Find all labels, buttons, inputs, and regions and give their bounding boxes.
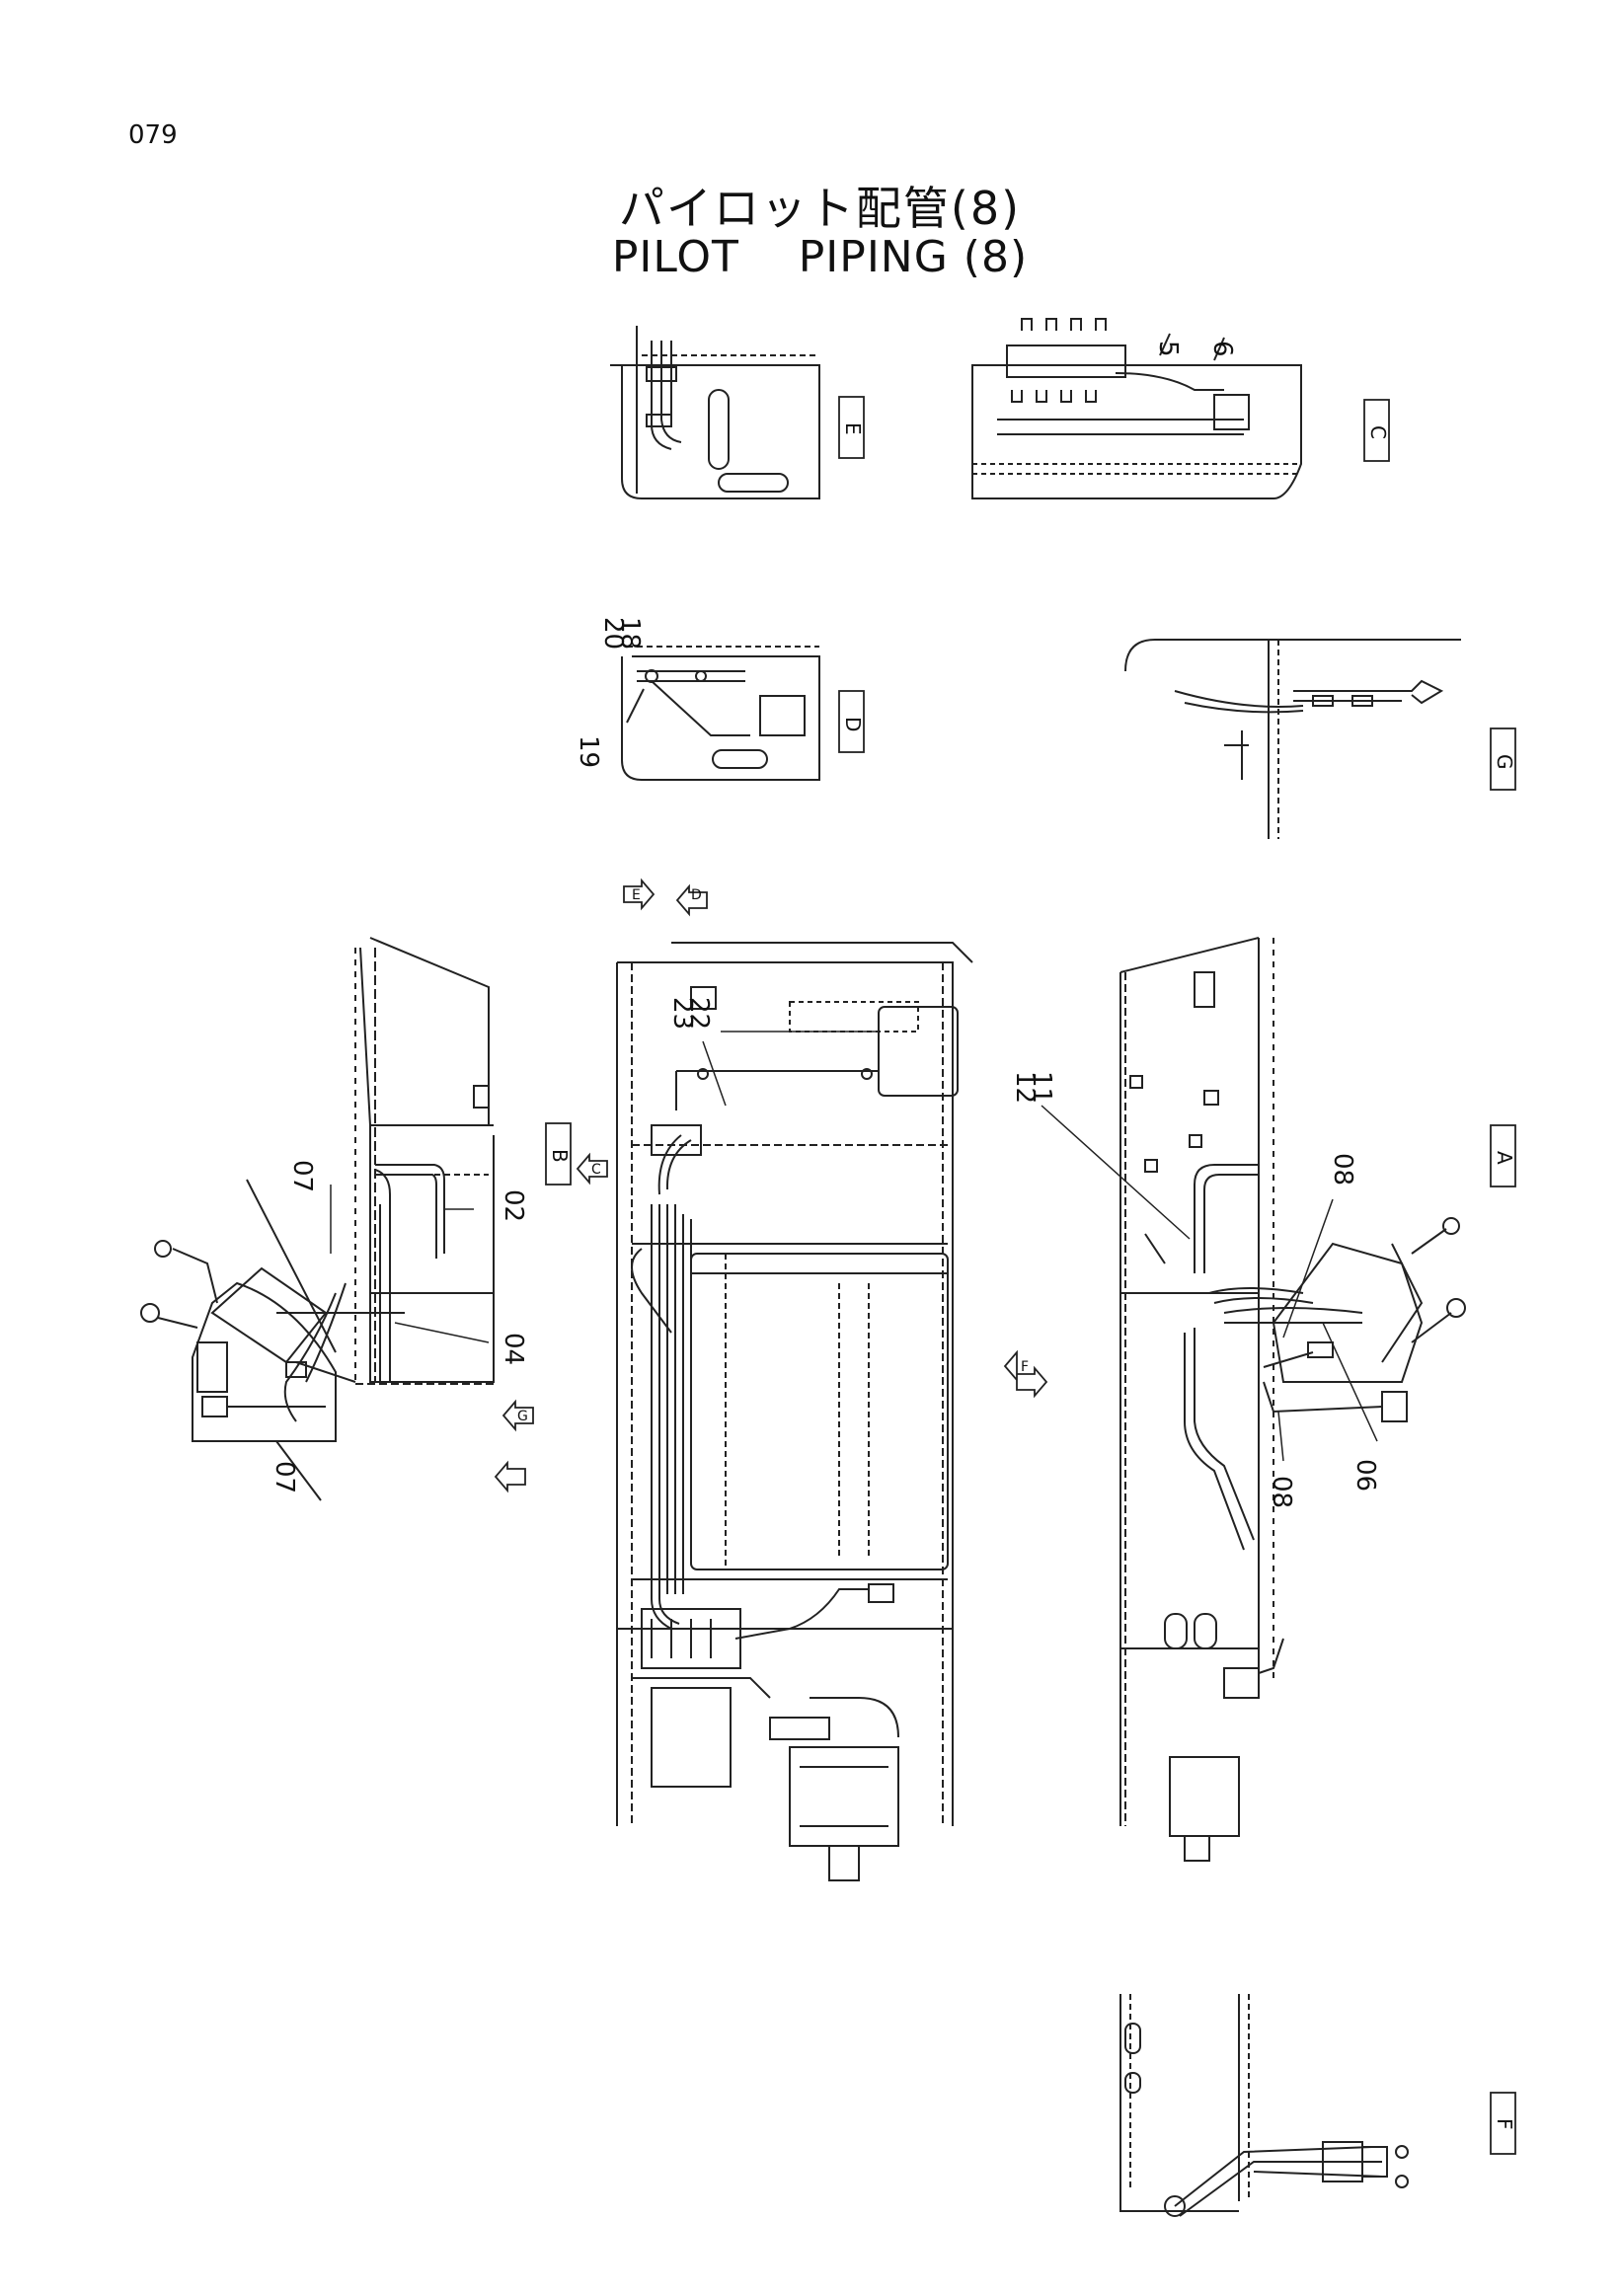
part-label-06: 06 bbox=[1350, 1459, 1380, 1492]
view-g-drawing bbox=[1124, 639, 1461, 839]
view-tags: E C D G B A F bbox=[548, 422, 1516, 2130]
leader-lines bbox=[330, 1031, 1378, 1462]
view-tag-boxes bbox=[545, 396, 1516, 2155]
arrow-letter-g: G bbox=[517, 1409, 528, 1424]
view-c-drawing bbox=[971, 318, 1302, 499]
arrow-marker-c bbox=[576, 1152, 608, 1186]
arrow-marker-g bbox=[501, 1399, 534, 1432]
arrow-letter-e: E bbox=[632, 887, 641, 903]
arrow-marker-e bbox=[623, 878, 656, 911]
part-labels: 5 6 20 18 19 23 22 12 11 02 04 07 07 08 … bbox=[270, 341, 1380, 1508]
part-label-5: 5 bbox=[1153, 341, 1183, 357]
arrow-letter-c: C bbox=[591, 1162, 601, 1178]
part-label-07-bottom: 07 bbox=[270, 1461, 299, 1493]
view-e-drawing bbox=[610, 326, 820, 499]
part-label-20: 20 bbox=[598, 617, 628, 650]
part-label-08-top: 08 bbox=[1328, 1153, 1357, 1186]
part-label-07-top: 07 bbox=[287, 1160, 317, 1192]
title-japanese: パイロット配管(8) bbox=[618, 182, 1022, 235]
part-label-12: 12 bbox=[1010, 1071, 1040, 1104]
view-tag-a: A bbox=[1493, 1151, 1516, 1165]
part-label-23: 23 bbox=[667, 997, 697, 1030]
center-plan-view bbox=[616, 942, 973, 1881]
right-side-view bbox=[1119, 937, 1466, 1862]
view-tag-f: F bbox=[1493, 2118, 1516, 2130]
left-side-view bbox=[140, 937, 495, 1501]
part-label-22: 22 bbox=[684, 997, 714, 1030]
view-tag-d: D bbox=[841, 717, 865, 731]
arrow-marker-letters: E D C G F bbox=[517, 887, 1029, 1424]
view-tag-b: B bbox=[548, 1149, 572, 1163]
view-tag-g: G bbox=[1493, 754, 1516, 770]
part-label-02: 02 bbox=[499, 1189, 528, 1222]
arrow-marker-d bbox=[675, 883, 708, 917]
page-number: 079 bbox=[128, 120, 178, 150]
view-tag-c: C bbox=[1366, 425, 1390, 439]
arrow-markers bbox=[494, 878, 1048, 1493]
title-english: PILOT PIPING (8) bbox=[611, 232, 1029, 282]
part-label-11: 11 bbox=[1027, 1071, 1056, 1104]
part-label-04: 04 bbox=[499, 1333, 528, 1365]
arrow-letter-d: D bbox=[691, 887, 702, 903]
part-label-08-bottom: 08 bbox=[1267, 1476, 1296, 1508]
part-label-6: 6 bbox=[1207, 341, 1237, 357]
part-label-18: 18 bbox=[615, 617, 645, 650]
view-tag-e: E bbox=[841, 422, 865, 435]
arrow-letter-f: F bbox=[1021, 1359, 1029, 1375]
arrow-marker-bottom bbox=[494, 1460, 526, 1493]
view-d-drawing bbox=[621, 646, 820, 781]
part-label-19: 19 bbox=[574, 735, 603, 768]
view-f-drawing bbox=[1119, 1994, 1409, 2217]
arrow-marker-f bbox=[1003, 1349, 1048, 1399]
